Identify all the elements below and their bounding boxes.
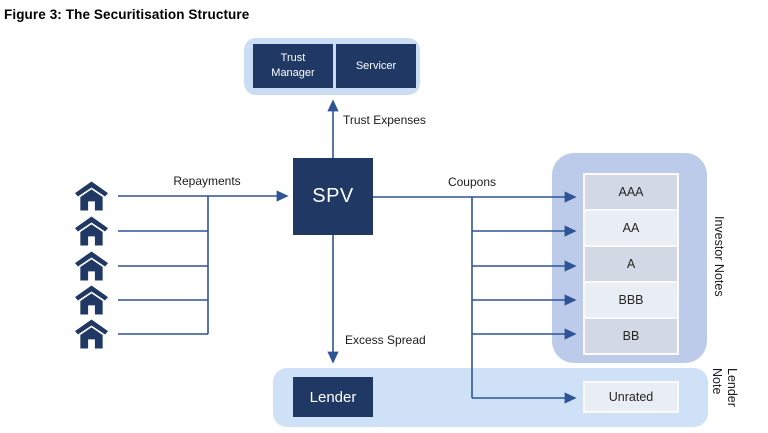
repayments-label: Repayments [173,174,241,188]
house-icon [75,285,108,315]
spv-box: SPV [293,158,373,235]
house-icon [75,251,108,281]
trust-expenses-label: Trust Expenses [343,113,426,127]
tranche-stack: AAA AA A BBB BB [583,173,679,355]
figure-title: Figure 3: The Securitisation Structure [4,7,250,22]
unrated-note-box: Unrated [583,381,679,413]
excess-spread-label: Excess Spread [345,333,426,347]
house-icon [75,216,108,246]
tranche-aaa: AAA [585,175,677,211]
lender-box: Lender [293,377,373,417]
lender-note-label: Lender Note [710,368,739,407]
investor-notes-label: Investor Notes [712,216,726,297]
tranche-a: A [585,247,677,283]
trust-manager-box: Trust Manager [253,44,333,88]
tranche-aa: AA [585,211,677,247]
house-icon [75,319,108,349]
tranche-bb: BB [585,319,677,353]
servicer-box: Servicer [336,44,416,88]
house-icon [75,181,108,211]
tranche-bbb: BBB [585,283,677,319]
coupons-label: Coupons [447,175,497,189]
